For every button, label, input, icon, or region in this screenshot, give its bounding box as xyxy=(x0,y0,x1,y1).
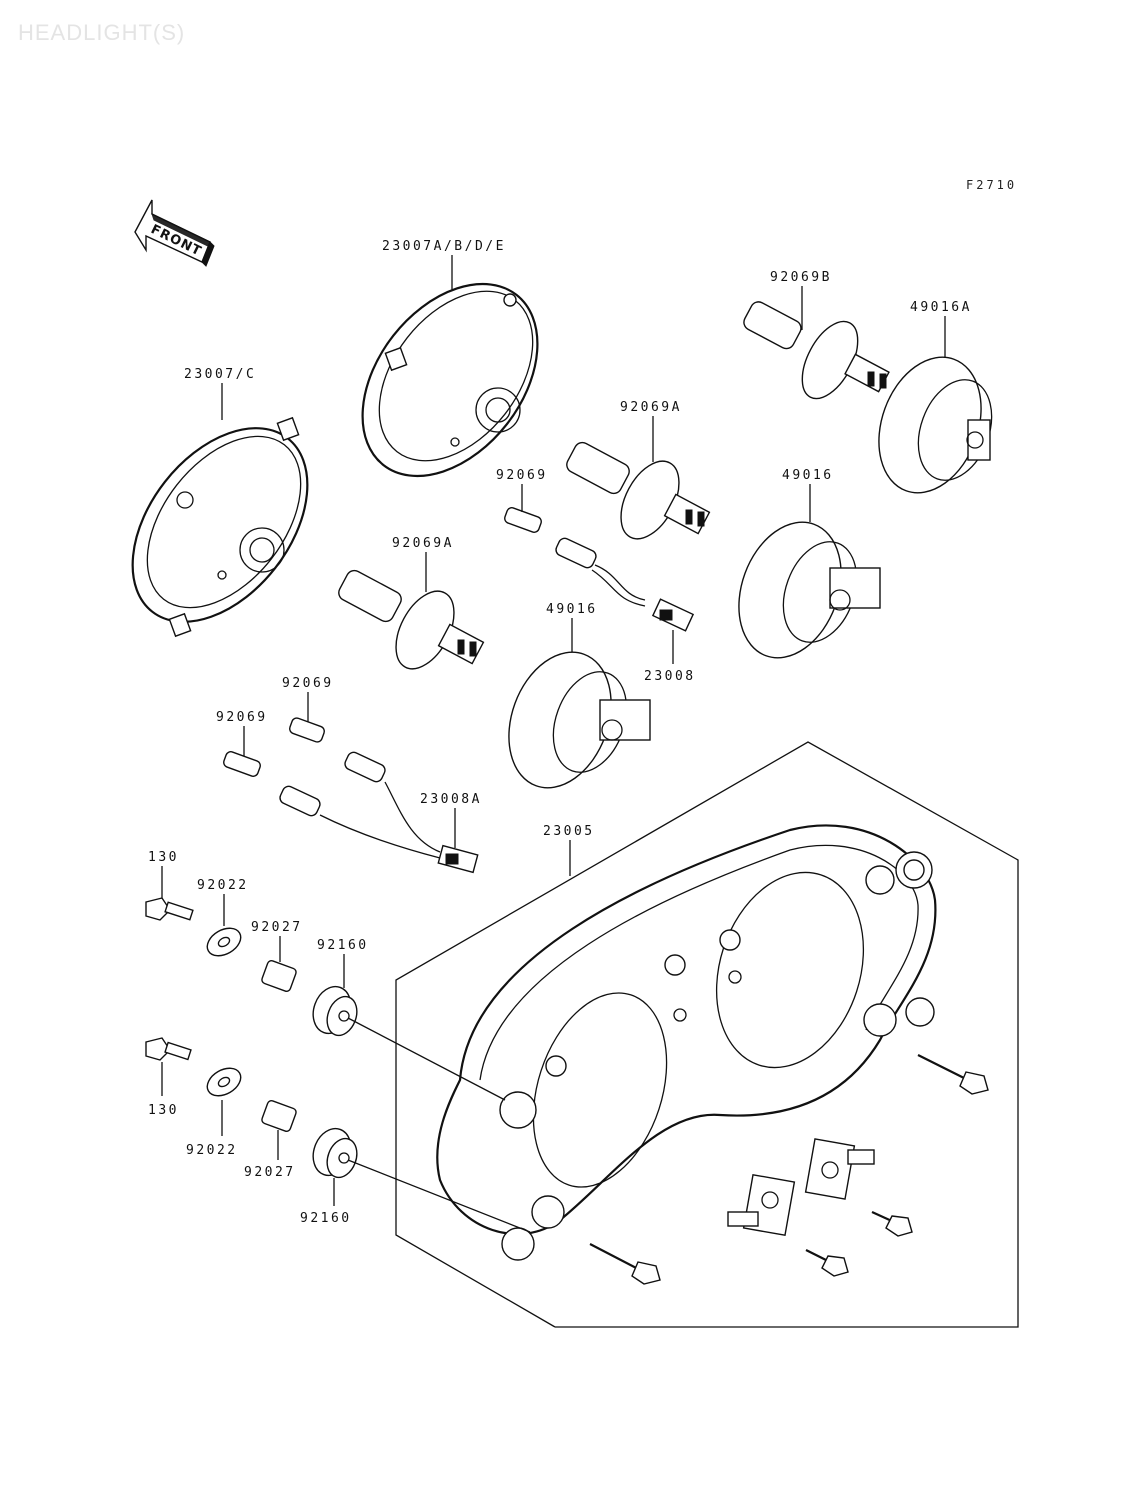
bolt-lower xyxy=(145,1037,192,1061)
grommet-upper xyxy=(312,985,506,1101)
callout-92069-left-lower: 92069 xyxy=(216,710,268,756)
bulb-h4-upper xyxy=(743,301,890,400)
part-label: 23005 xyxy=(543,824,595,839)
headlight-ring-left xyxy=(131,416,309,638)
socket-harness-center xyxy=(555,537,695,632)
part-label: 130 xyxy=(148,850,179,865)
screw-adjuster-2 xyxy=(871,1210,913,1237)
callout-92022-upper: 92022 xyxy=(197,878,249,926)
part-label: 23008A xyxy=(420,792,482,807)
part-label: 92069 xyxy=(282,676,334,691)
small-bulb-left-upper xyxy=(288,717,326,743)
callout-92069A-center: 92069A xyxy=(620,400,682,462)
part-label: 23007A/B/D/E xyxy=(382,239,506,254)
callout-49016-center: 49016 xyxy=(546,602,598,652)
dust-cover-right xyxy=(738,521,881,659)
headlight-housing xyxy=(436,824,937,1261)
part-label: 92069 xyxy=(496,468,548,483)
part-label: 92027 xyxy=(251,920,303,935)
callout-130-upper: 130 xyxy=(148,850,179,898)
socket-harness-left xyxy=(279,751,479,874)
front-arrow-icon: FRONT xyxy=(134,199,215,267)
small-bulb-left-lower xyxy=(223,751,261,777)
part-label: 92160 xyxy=(300,1211,352,1226)
adjuster-bracket-left xyxy=(727,1173,796,1237)
bulb-h4-left xyxy=(338,569,485,670)
housing-outline-box xyxy=(395,741,1019,1328)
part-label: 49016 xyxy=(546,602,598,617)
part-label: 92160 xyxy=(317,938,369,953)
callout-92160-lower: 92160 xyxy=(300,1178,352,1226)
callout-23008A: 23008A xyxy=(420,792,482,848)
dust-cover-center xyxy=(508,651,651,789)
callout-49016-right: 49016 xyxy=(782,468,834,522)
callout-92027-upper: 92027 xyxy=(251,920,303,962)
callout-130-lower: 130 xyxy=(148,1062,179,1118)
callout-23007C: 23007/C xyxy=(184,367,256,420)
page-title: HEADLIGHT(S) xyxy=(18,20,186,45)
part-label: 92022 xyxy=(186,1143,238,1158)
part-label: 130 xyxy=(148,1103,179,1118)
part-label: 23007/C xyxy=(184,367,256,382)
bolt-upper xyxy=(145,897,194,921)
callout-92027-lower: 92027 xyxy=(244,1130,296,1180)
screw-right xyxy=(917,1054,989,1095)
headlight-ring-upper xyxy=(361,282,539,478)
callout-23008: 23008 xyxy=(644,630,696,684)
part-label: 49016 xyxy=(782,468,834,483)
screw-adjuster-1 xyxy=(805,1249,849,1277)
figure-code: F2710 xyxy=(966,178,1018,192)
washer-lower xyxy=(206,1067,242,1097)
dust-cover-upper-right xyxy=(878,356,993,494)
callout-92069-left-upper: 92069 xyxy=(282,676,334,722)
callout-92160-upper: 92160 xyxy=(317,938,369,988)
part-label: 92069B xyxy=(770,270,832,285)
callout-92069B: 92069B xyxy=(770,270,832,330)
part-label: 92027 xyxy=(244,1165,296,1180)
callout-23005: 23005 xyxy=(543,824,595,876)
callout-23007ABDE: 23007A/B/D/E xyxy=(382,239,506,290)
part-label: 92069A xyxy=(620,400,682,415)
adjuster-bracket-right xyxy=(804,1138,875,1200)
callout-92069A-left: 92069A xyxy=(392,536,454,592)
small-bulb-center xyxy=(504,507,542,533)
callout-49016A: 49016A xyxy=(910,300,972,358)
part-label: 23008 xyxy=(644,669,696,684)
collar-upper xyxy=(261,960,297,992)
grommet-lower xyxy=(312,1127,531,1233)
part-label: 92022 xyxy=(197,878,249,893)
collar-lower xyxy=(261,1100,297,1132)
part-label: 49016A xyxy=(910,300,972,315)
screw-lower-center xyxy=(589,1243,661,1285)
part-label: 92069A xyxy=(392,536,454,551)
callout-92069-center: 92069 xyxy=(496,468,548,512)
bulb-h4-center xyxy=(566,441,711,540)
washer-upper xyxy=(206,927,242,957)
part-label: 92069 xyxy=(216,710,268,725)
callout-92022-lower: 92022 xyxy=(186,1100,238,1158)
